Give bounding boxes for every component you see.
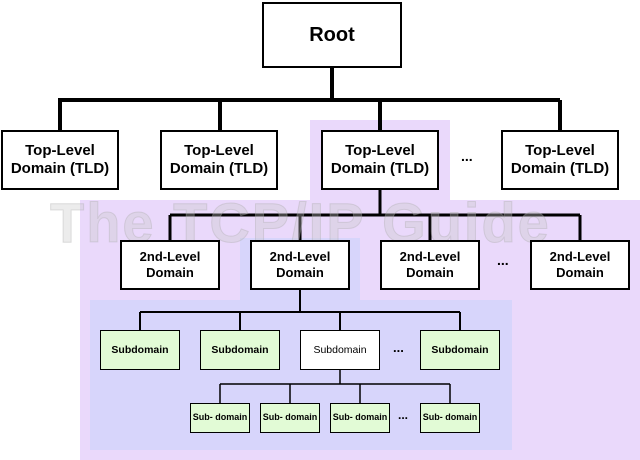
- sub-subdomain-node: Sub- domain: [190, 403, 250, 433]
- tld-connectors: [168, 190, 582, 240]
- root-connectors: [58, 68, 562, 130]
- sld-ellipsis: ...: [497, 252, 509, 268]
- tld-ellipsis: ...: [461, 148, 473, 164]
- subdomain-node: Subdomain: [100, 330, 180, 370]
- sld-connectors: [139, 290, 461, 330]
- subdomain-connectors: [219, 370, 451, 403]
- tld-node: Top-Level Domain (TLD): [1, 130, 119, 190]
- tld-node: Top-Level Domain (TLD): [501, 130, 619, 190]
- sub-subdomain-node: Sub- domain: [330, 403, 390, 433]
- sub-subdomain-node: Sub- domain: [260, 403, 320, 433]
- sub-subdomain-node: Sub- domain: [420, 403, 480, 433]
- root-node: Root: [262, 2, 402, 68]
- second-level-domain-node: 2nd-Level Domain: [250, 240, 350, 290]
- subdomain-ellipsis: ...: [393, 340, 404, 355]
- subdomain-node: Subdomain: [200, 330, 280, 370]
- tld-node: Top-Level Domain (TLD): [321, 130, 439, 190]
- subdomain-node: Subdomain: [300, 330, 380, 370]
- second-level-domain-node: 2nd-Level Domain: [530, 240, 630, 290]
- second-level-domain-node: 2nd-Level Domain: [120, 240, 220, 290]
- sub-subdomain-ellipsis: ...: [398, 408, 409, 422]
- subdomain-node: Subdomain: [420, 330, 500, 370]
- tld-node: Top-Level Domain (TLD): [160, 130, 278, 190]
- second-level-domain-node: 2nd-Level Domain: [380, 240, 480, 290]
